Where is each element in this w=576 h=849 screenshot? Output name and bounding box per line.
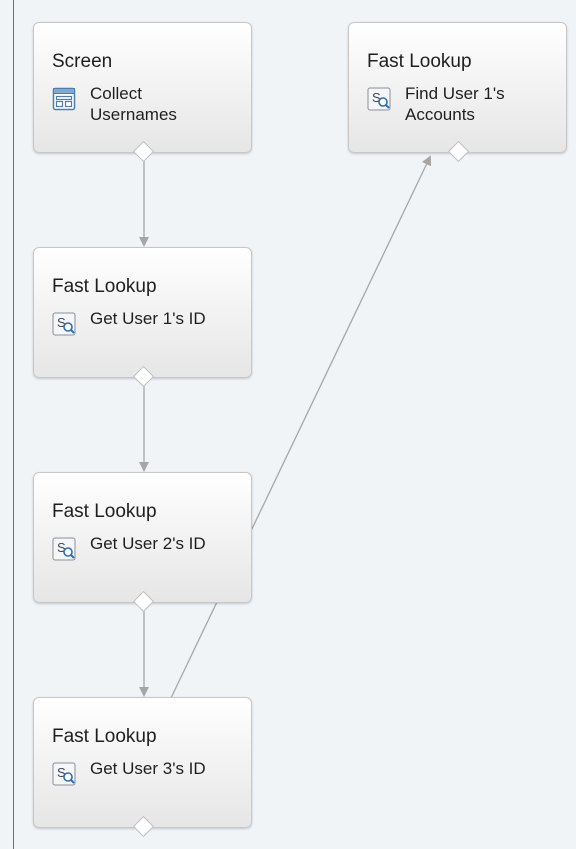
- node-type-label: Fast Lookup: [52, 726, 157, 747]
- node-type-label: Fast Lookup: [367, 51, 472, 72]
- connector-user3-to-find-accounts[interactable]: [170, 155, 432, 699]
- node-label: Get User 3's ID: [90, 759, 206, 778]
- flow-node-collect-usernames[interactable]: Screen Collect Usernames: [33, 22, 252, 163]
- flow-node-get-user2-id[interactable]: Fast Lookup S Get User 2's ID: [33, 472, 252, 613]
- node-type-label: Screen: [52, 51, 113, 72]
- node-label: Get User 1's ID: [90, 309, 206, 328]
- flow-node-get-user1-id[interactable]: Fast Lookup S Get User 1's ID: [33, 247, 252, 388]
- svg-text:S: S: [57, 540, 66, 555]
- canvas-left-border: [13, 0, 14, 849]
- node-label: Get User 2's ID: [90, 534, 206, 553]
- node-type-label: Fast Lookup: [52, 501, 157, 522]
- flow-node-get-user3-id[interactable]: Fast Lookup S Get User 3's ID: [33, 697, 252, 838]
- node-label: Find User 1's Accounts: [405, 84, 505, 124]
- screen-icon: [52, 87, 76, 111]
- node-type-label: Fast Lookup: [52, 276, 157, 297]
- fast-lookup-icon: S: [52, 312, 76, 336]
- fast-lookup-icon: S: [52, 537, 76, 561]
- flow-node-find-user1-accounts[interactable]: Fast Lookup S Find User 1's Accounts: [348, 22, 567, 163]
- svg-text:S: S: [372, 90, 381, 105]
- fast-lookup-icon: S: [367, 87, 391, 111]
- fast-lookup-icon: S: [52, 762, 76, 786]
- svg-text:S: S: [57, 765, 66, 780]
- svg-text:S: S: [57, 315, 66, 330]
- node-label: Collect Usernames: [90, 84, 177, 124]
